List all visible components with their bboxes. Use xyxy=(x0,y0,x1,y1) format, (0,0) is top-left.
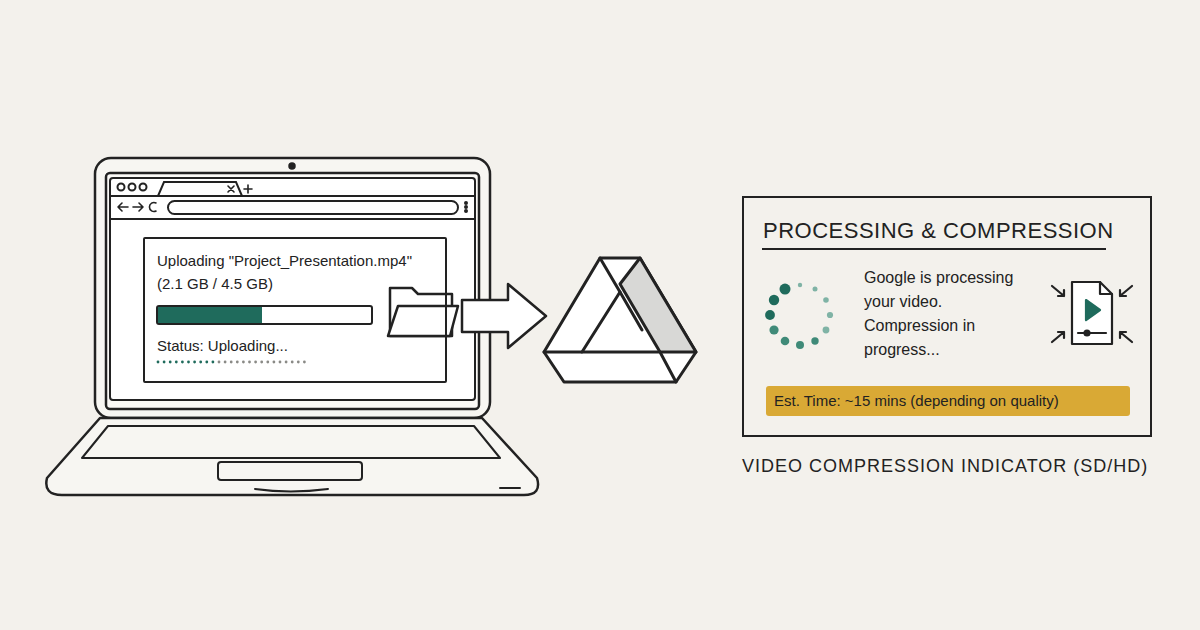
play-symbol xyxy=(1086,300,1100,320)
spinner-dot xyxy=(769,295,779,305)
upload-status: Status: Uploading... xyxy=(157,337,288,354)
front-notch xyxy=(255,489,328,492)
progress-dot xyxy=(212,361,215,364)
progress-dot xyxy=(266,361,269,364)
laptop-base xyxy=(46,418,538,495)
slider-knob xyxy=(1085,331,1090,336)
tab-bar-line xyxy=(110,195,475,197)
back-icon xyxy=(118,203,128,211)
spinner-dot xyxy=(823,327,830,334)
progress-dot xyxy=(273,361,276,364)
inward-arrow xyxy=(1120,286,1132,296)
folder-icon xyxy=(388,288,458,336)
progress-dot xyxy=(169,361,172,364)
toolbar-line xyxy=(110,218,475,220)
laptop-lid xyxy=(95,158,490,418)
progress-dot xyxy=(181,361,184,364)
reload-icon xyxy=(149,203,156,212)
progress-dot xyxy=(218,361,221,364)
spinner-dot xyxy=(823,297,829,303)
progress-dot xyxy=(224,361,227,364)
folder-front xyxy=(388,306,458,336)
progress-dot xyxy=(297,361,300,364)
browser-frame xyxy=(110,178,475,400)
upload-filename: Uploading "Project_Presentation.mp4" xyxy=(157,252,412,269)
drive-logo xyxy=(544,258,696,382)
upload-panel: Uploading "Project_Presentation.mp4" (2.1… xyxy=(143,237,447,383)
progress-dot xyxy=(248,361,251,364)
window-button xyxy=(118,184,125,191)
block-arrow xyxy=(462,284,546,348)
progress-dot xyxy=(157,361,160,364)
progress-dot xyxy=(285,361,288,364)
menu-dot xyxy=(465,206,467,208)
spinner-dot xyxy=(769,325,778,334)
box-caption: VIDEO COMPRESSION INDICATOR (SD/HD) xyxy=(742,456,1148,477)
spinner-dot xyxy=(811,337,818,344)
progress-dot xyxy=(260,361,263,364)
progress-dot xyxy=(236,361,239,364)
progress-track xyxy=(157,306,372,324)
progress-dot xyxy=(163,361,166,364)
box-body: Google is processing your video. Compres… xyxy=(864,266,1029,362)
progress-bar xyxy=(157,306,372,324)
progress-fill xyxy=(158,307,262,323)
progress-dot xyxy=(193,361,196,364)
progress-dot xyxy=(303,361,306,364)
drive-inner-line xyxy=(582,352,676,382)
progress-dot xyxy=(291,361,294,364)
progress-dot xyxy=(242,361,245,364)
spinner-dot xyxy=(813,287,818,292)
progress-dot xyxy=(199,361,202,364)
spinner-dot xyxy=(827,312,833,318)
spinner-dot xyxy=(796,341,804,349)
drive-inner-line xyxy=(544,258,620,352)
touchpad xyxy=(218,462,362,480)
document-shape xyxy=(1072,282,1112,344)
spinner-dot xyxy=(798,283,802,287)
progress-dot xyxy=(254,361,257,364)
menu-dot xyxy=(465,202,467,204)
laptop-screen xyxy=(106,173,479,409)
progress-dot xyxy=(279,361,282,364)
slider-line xyxy=(1078,332,1106,334)
loading-spinner xyxy=(765,283,833,349)
browser-window xyxy=(110,178,475,400)
spinner-dot xyxy=(780,284,791,295)
drive-panel xyxy=(620,258,696,352)
progress-dot xyxy=(187,361,190,364)
processing-box: PROCESSING & COMPRESSION Google is proces… xyxy=(742,196,1152,437)
inward-arrow xyxy=(1052,332,1064,342)
time-estimate-text: Est. Time: ~15 mins (depending on qualit… xyxy=(774,392,1059,409)
window-button xyxy=(140,184,147,191)
inward-arrow xyxy=(1120,332,1132,342)
forward-icon xyxy=(133,203,143,211)
video-compress-icon xyxy=(1052,282,1132,344)
dotted-line xyxy=(157,361,306,364)
spinner-dot xyxy=(781,337,790,346)
new-tab-icon xyxy=(244,185,252,193)
drive-inner-line xyxy=(620,292,642,330)
close-icon xyxy=(228,186,234,192)
edge-mark xyxy=(500,487,520,489)
inward-arrow xyxy=(1052,286,1064,296)
window-button xyxy=(129,184,136,191)
drive-outline xyxy=(544,258,696,382)
menu-dot xyxy=(465,210,467,212)
upload-size: (2.1 GB / 4.5 GB) xyxy=(157,275,273,292)
progress-dot xyxy=(230,361,233,364)
address-bar xyxy=(168,201,458,214)
progress-dot xyxy=(175,361,178,364)
spinner-dot xyxy=(765,310,775,320)
box-title: PROCESSING & COMPRESSION xyxy=(763,218,1114,244)
progress-dot xyxy=(205,361,208,364)
browser-tab xyxy=(158,182,242,196)
camera-dot xyxy=(290,164,295,169)
document-fold xyxy=(1100,282,1112,294)
keyboard-deck xyxy=(82,426,500,458)
title-underline xyxy=(762,248,1106,250)
time-estimate-bar: Est. Time: ~15 mins (depending on qualit… xyxy=(766,386,1130,416)
